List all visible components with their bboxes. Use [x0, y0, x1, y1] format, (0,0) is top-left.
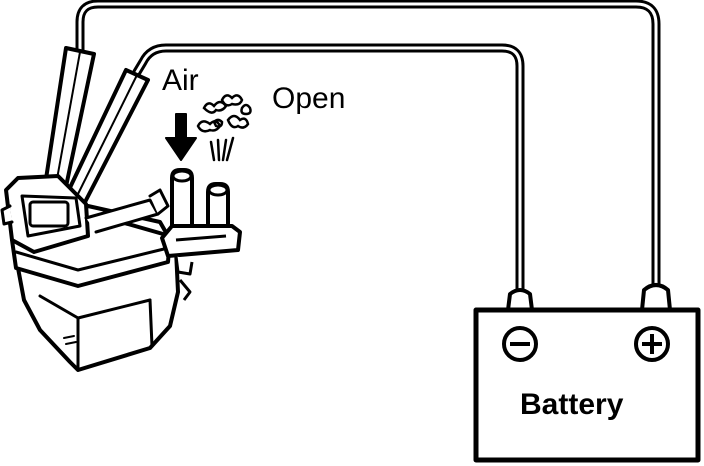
valve-ports	[160, 168, 242, 301]
wires	[75, 0, 661, 295]
negative-terminal-icon	[502, 326, 538, 362]
vacuum-switching-valve	[0, 174, 180, 372]
open-label: Open	[272, 82, 345, 115]
positive-terminal-post	[640, 283, 672, 312]
air-puff-icon	[196, 94, 252, 162]
air-flow-arrow-icon	[165, 113, 197, 161]
air-label: Air	[162, 64, 199, 97]
battery	[473, 283, 701, 463]
battery-label: Battery	[520, 388, 624, 421]
negative-terminal-post	[506, 288, 534, 312]
positive-terminal-icon	[634, 326, 670, 362]
